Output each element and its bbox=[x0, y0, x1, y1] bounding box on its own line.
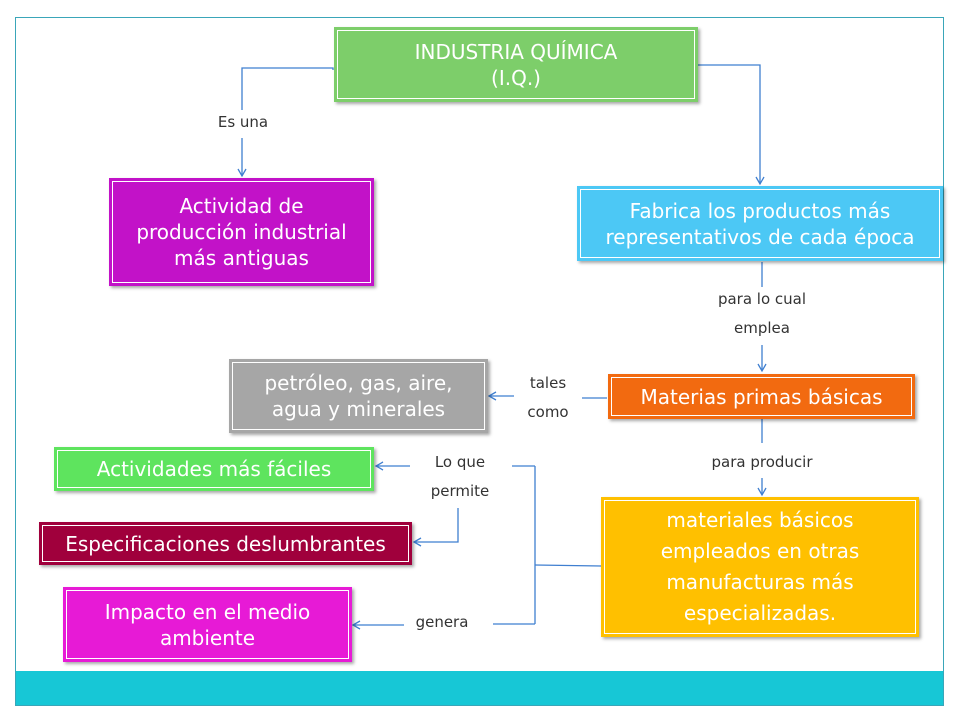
connector-to-especificaciones bbox=[412, 508, 459, 547]
node-industria-quimica-line2: (I.Q.) bbox=[491, 65, 541, 90]
footer-band bbox=[16, 671, 943, 705]
node-materias-text: Materias primas básicas bbox=[640, 384, 883, 409]
node-materiales: materiales básicos empleados en otras ma… bbox=[601, 497, 919, 637]
node-petroleo-text: petróleo, gas, aire, agua y minerales bbox=[264, 371, 453, 421]
node-impacto-text: Impacto en el medio ambiente bbox=[104, 599, 311, 650]
node-faciles: Actividades más fáciles bbox=[54, 447, 374, 491]
node-actividad-text: Actividad de producción industrial más a… bbox=[136, 194, 347, 270]
slide-frame bbox=[15, 17, 944, 706]
connector-materiales-bracket bbox=[534, 564, 602, 567]
node-fabrica-text: Fabrica los productos más representativo… bbox=[605, 198, 915, 249]
node-impacto: Impacto en el medio ambiente bbox=[63, 587, 352, 662]
label-es-una: Es una bbox=[217, 113, 269, 131]
label-para-producir: para producir bbox=[711, 453, 813, 471]
node-especificaciones: Especificaciones deslumbrantes bbox=[39, 522, 412, 565]
connector-root-fabrica bbox=[698, 64, 765, 186]
label-lo-que-permite: Lo que permite bbox=[430, 453, 490, 500]
label-tales-como: tales como bbox=[527, 374, 569, 421]
node-materiales-text: materiales básicos empleados en otras ma… bbox=[660, 508, 860, 625]
node-especificaciones-text: Especificaciones deslumbrantes bbox=[65, 531, 386, 556]
label-para-lo-cual: para lo cual emplea bbox=[717, 290, 807, 337]
node-petroleo: petróleo, gas, aire, agua y minerales bbox=[229, 359, 488, 433]
node-materias: Materias primas básicas bbox=[608, 374, 915, 419]
node-industria-quimica: INDUSTRIA QUÍMICA (I.Q.) bbox=[334, 27, 698, 102]
node-faciles-text: Actividades más fáciles bbox=[96, 457, 332, 481]
label-genera: genera bbox=[415, 613, 469, 631]
node-fabrica: Fabrica los productos más representativo… bbox=[577, 186, 943, 261]
node-industria-quimica-line1: INDUSTRIA QUÍMICA bbox=[414, 39, 618, 64]
node-actividad: Actividad de producción industrial más a… bbox=[109, 178, 374, 286]
connector-root-actividad bbox=[241, 67, 334, 110]
